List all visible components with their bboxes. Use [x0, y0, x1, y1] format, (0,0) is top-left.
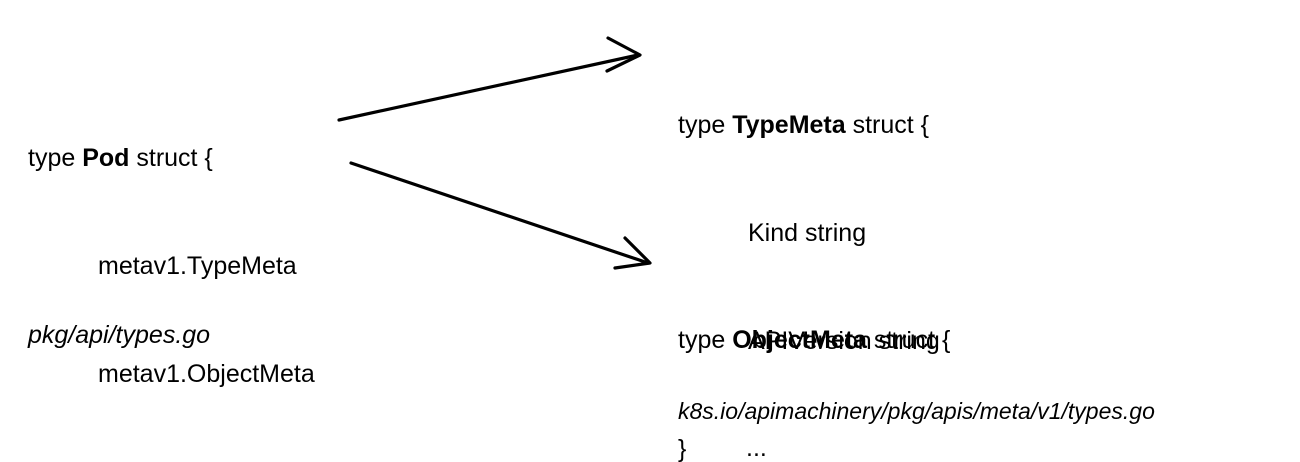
type-name: Pod — [82, 144, 130, 172]
code-text: APIVersion string — [748, 327, 940, 355]
code-text: metav1.TypeMeta — [98, 252, 297, 280]
objectmeta-struct-line: type ObjectMeta struct { — [678, 322, 950, 358]
code-text: type — [28, 144, 83, 172]
typemeta-arrow — [337, 36, 642, 122]
code-text: struct { — [129, 144, 213, 172]
pod-struct-line: metav1.ObjectMeta — [28, 356, 315, 392]
code-text: Kind string — [748, 219, 867, 247]
pod-filepath-label: pkg/api/types.go — [28, 321, 211, 349]
typemeta-arrow-line — [337, 53, 640, 122]
pod-struct-line: type Pod struct { — [28, 140, 315, 176]
typemeta-struct-line: Kind string — [678, 215, 940, 251]
code-text: metav1.ObjectMeta — [98, 360, 315, 388]
objectmeta-arrow-head — [613, 236, 652, 270]
objectmeta-arrow-line — [349, 161, 650, 265]
typemeta-struct-block: type TypeMeta struct { Kind string APIVe… — [678, 35, 940, 462]
ellipsis-text: ... — [746, 434, 767, 462]
code-text: struct { — [845, 111, 930, 139]
typemeta-struct-line: APIVersion string — [678, 323, 940, 359]
code-text: struct { — [866, 326, 951, 354]
typemeta-struct-line: type TypeMeta struct { — [678, 107, 940, 143]
typemeta-struct-line: } — [678, 431, 940, 462]
pod-struct-block: type Pod struct { metav1.TypeMeta metav1… — [28, 68, 315, 462]
objectmeta-struct-block: type ObjectMeta struct { ... } — [678, 250, 950, 462]
objectmeta-arrow — [349, 161, 652, 270]
code-text: type — [678, 111, 733, 139]
pod-struct-line: metav1.TypeMeta — [28, 248, 315, 284]
code-text: } — [678, 435, 687, 462]
type-name: TypeMeta — [732, 111, 846, 139]
code-text: type — [678, 326, 733, 354]
objectmeta-filepath-label: k8s.io/apimachinery/pkg/apis/meta/v1/typ… — [678, 398, 1155, 424]
type-name: ObjectMeta — [732, 326, 867, 354]
objectmeta-struct-line: ... — [678, 430, 950, 462]
typemeta-arrow-head — [605, 36, 642, 73]
